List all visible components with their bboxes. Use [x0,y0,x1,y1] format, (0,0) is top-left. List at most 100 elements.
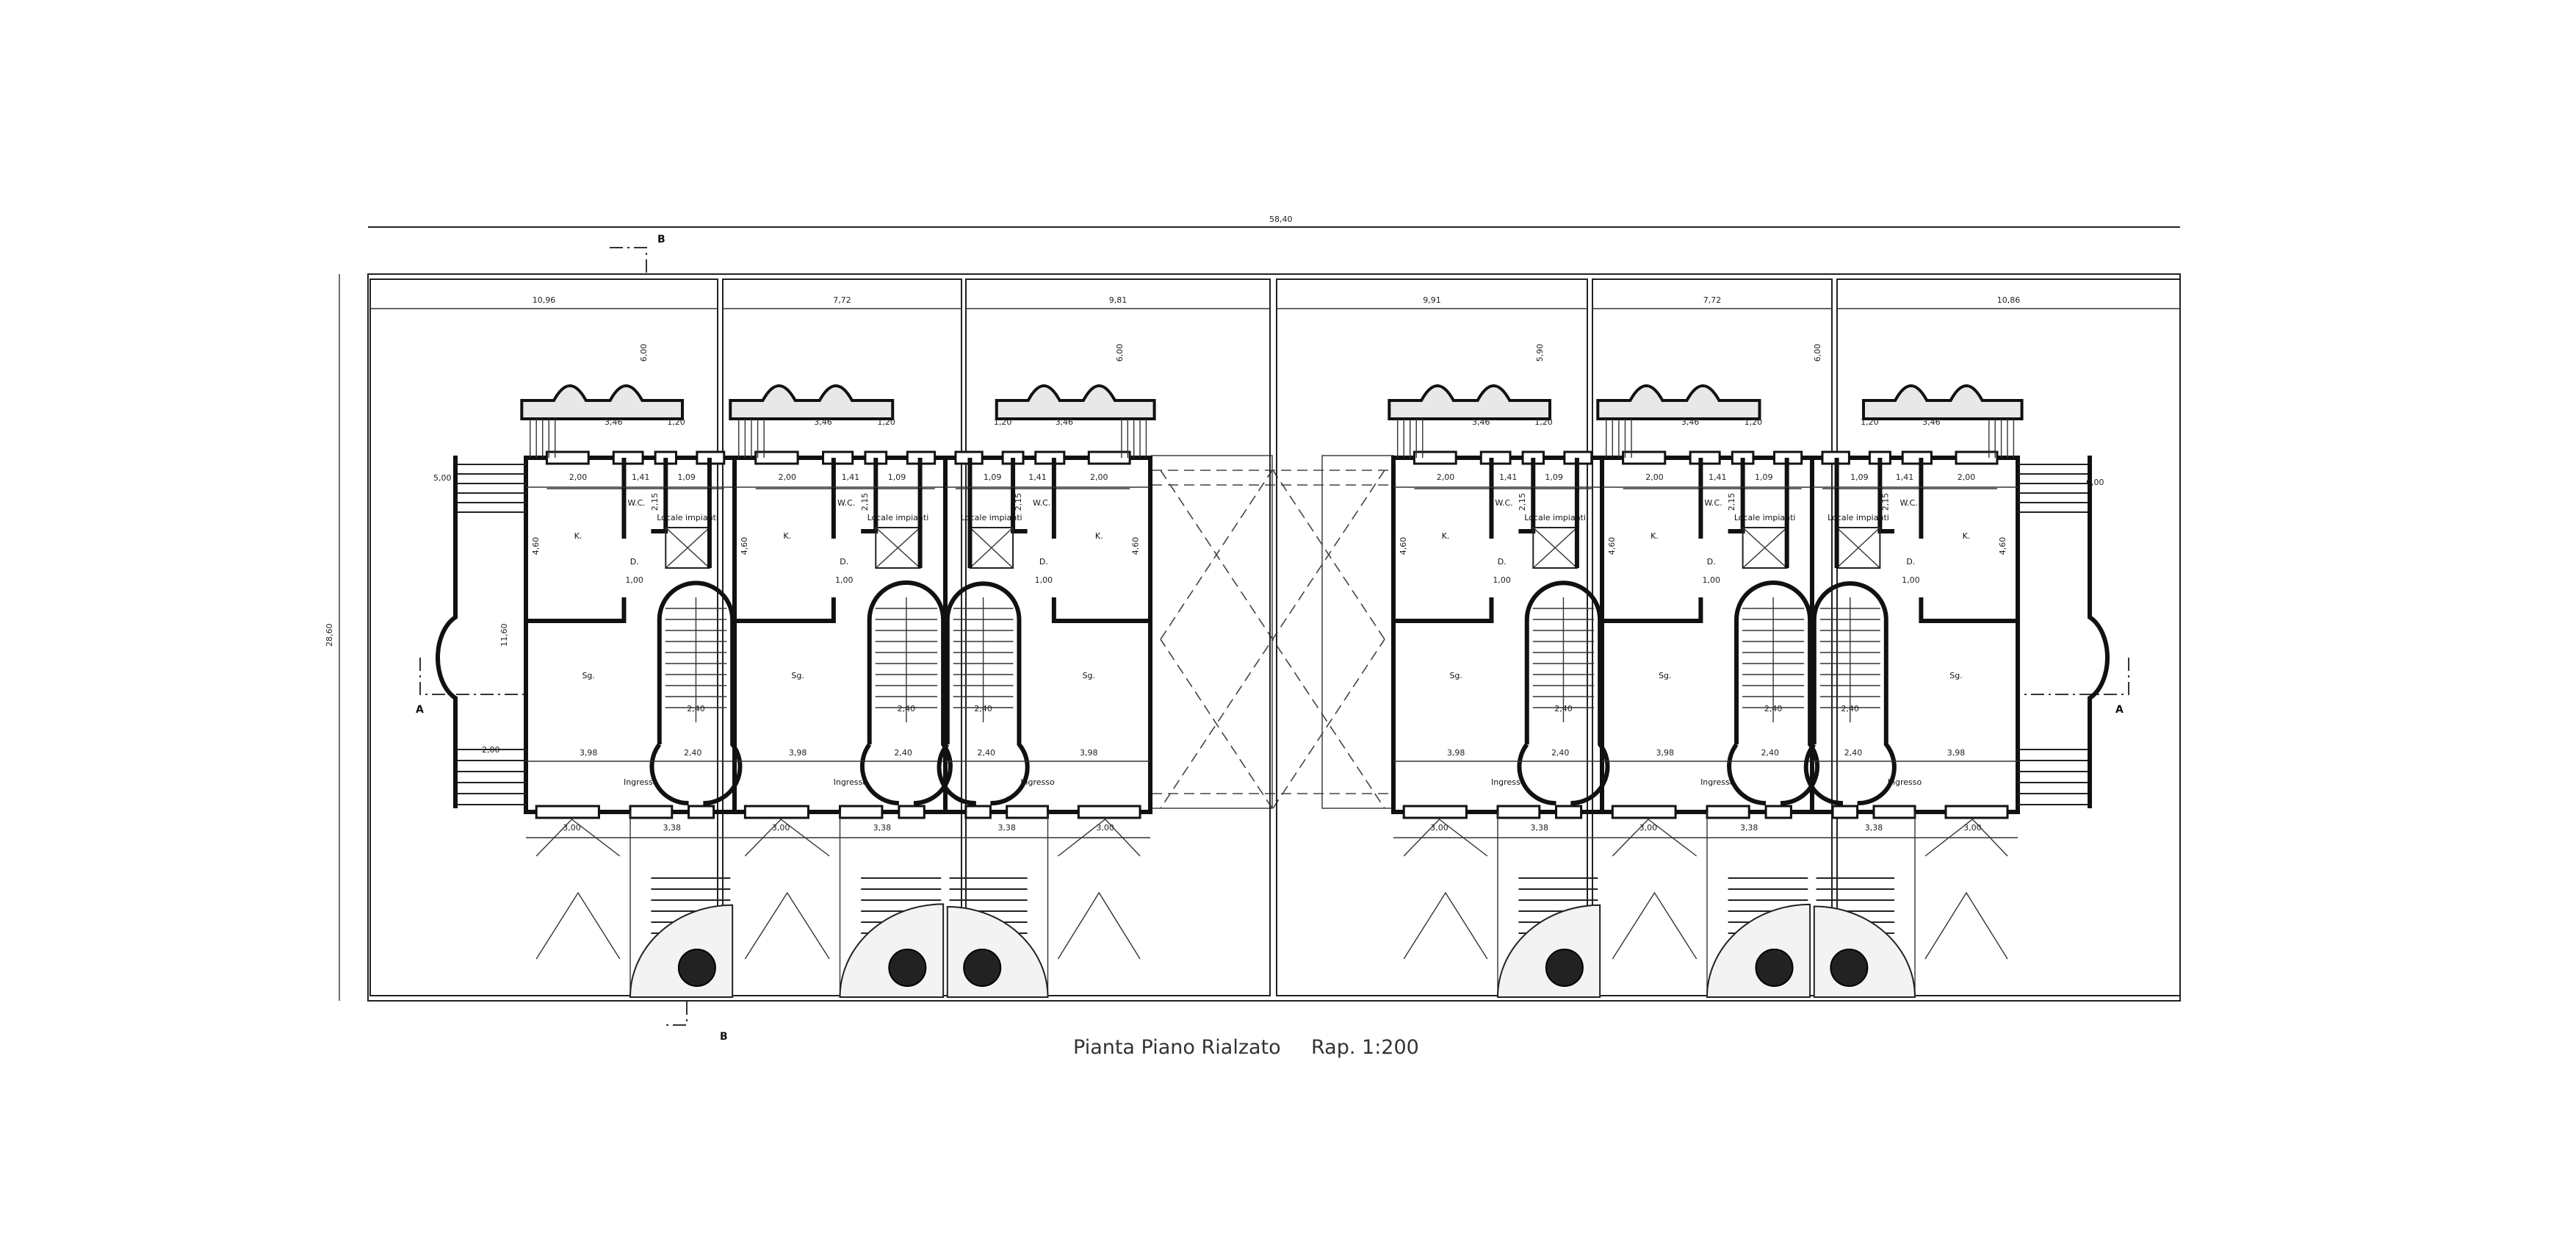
dimension: 1,00 [1702,575,1720,585]
rear-depth-label: 6,00 [639,344,649,362]
dimension: 1,20 [1745,417,1763,427]
window [545,450,590,465]
dimension: 2,15 [650,493,660,511]
window [1496,805,1541,819]
parking-marking [1612,819,1698,960]
room-label-plant-room: Locale impianti [1524,513,1586,522]
unit-4: 2,40K.W.C.Locale impiantiD.Sg.Ingresso2,… [1388,384,1610,998]
dimension: 1,20 [877,417,895,427]
lot-width-label: 10,86 [1997,295,2021,305]
dimension: 1,20 [667,417,685,427]
dimension: 4,60 [740,537,749,556]
staircase: 2,40 [1803,581,1897,806]
parking-marking [1057,819,1141,960]
overall-depth-label: 28,60 [325,624,334,647]
room-label-kitchen: K. [1442,531,1450,541]
tree-icon [963,949,1002,987]
building-depth-label: 11,60 [499,624,509,647]
room-label-wc: W.C. [1033,498,1050,508]
room-label-living: Sg. [1449,671,1462,680]
room-label-living: Sg. [582,671,594,680]
window [1706,805,1750,819]
dimension: 3,00 [1963,823,1982,833]
dimension: 2,00 [779,472,797,482]
left-setback-label: 5,00 [433,473,452,483]
dimension: 1,09 [677,472,696,482]
room-label-wc: W.C. [1899,498,1917,508]
dimension: 2,15 [1727,493,1736,511]
garden [1496,904,1601,998]
dimension: 1,00 [1035,575,1053,585]
section-marker-b-top: B [610,234,665,274]
stair-dimension: 2,40 [1554,704,1573,713]
window [1077,805,1141,819]
room-label-entrance: Ingresso [1888,777,1922,787]
unit-6: 2,40K.W.C.Locale impiantiD.Sg.Ingresso2,… [1803,384,2024,998]
tree-icon [1830,949,1869,987]
rear-depth-label: 6,00 [1813,344,1822,362]
dimension: 1,20 [1861,417,1879,427]
room-label-living: Sg. [1949,671,1962,680]
dimension: 2,00 [569,472,588,482]
lot-6: 10,86 [1836,278,2181,996]
tree-icon [677,949,716,987]
garden [946,905,1049,998]
dimension: 3,38 [1740,823,1758,833]
dimension: 3,98 [1947,748,1966,758]
room-label-living: Sg. [1083,671,1095,680]
garden [1813,905,1916,998]
lot-width-label: 9,91 [1423,295,1441,305]
lot-1: 10,96 [369,278,718,996]
dimension: 3,38 [1531,823,1549,833]
dimension: 3,00 [1096,823,1114,833]
kitchen-wall [1051,458,1150,623]
room-label-plant-room: Locale impianti [867,513,929,522]
room-label-bedroom: D. [1707,557,1716,567]
dimension: 1,41 [1028,472,1047,482]
window [839,805,884,819]
parking-marking [1403,819,1488,960]
dimension: 1,41 [842,472,860,482]
planter [1862,384,2024,420]
window [1901,450,1933,465]
room-label-wc: W.C. [1704,498,1722,508]
dimension: 2,00 [1090,472,1108,482]
window [1555,805,1583,819]
dimension: 3,38 [663,823,682,833]
dimension: 2,40 [978,748,996,758]
unit-2: 2,40K.W.C.Locale impiantiD.Sg.Ingresso2,… [729,384,953,998]
dimension: 1,20 [994,417,1012,427]
room-label-bedroom: D. [840,557,848,567]
dimension: 1,00 [1493,575,1511,585]
section-marker-b-bottom: B [665,977,728,1043]
window [964,805,992,819]
kitchen-wall [1919,458,2018,623]
dimension: 4,60 [1607,537,1617,556]
dimension: 3,00 [1639,823,1658,833]
dimension: 2,40 [684,748,702,758]
dimension: 2,40 [1761,748,1780,758]
planter [1388,384,1551,420]
stair-dimension: 2,40 [1841,704,1860,713]
dimension: 3,38 [997,823,1016,833]
dimension: 3,00 [1430,823,1448,833]
unit-3: 2,40K.W.C.Locale impiantiD.Sg.Ingresso2,… [937,384,1156,998]
dimension: 1,09 [1850,472,1869,482]
parking-marking [1924,819,2008,960]
window [1402,805,1468,819]
room-label-wc: W.C. [1495,498,1512,508]
window [1479,450,1512,465]
dimension: 1,41 [1896,472,1914,482]
dimension: 3,46 [1922,417,1941,427]
room-label-kitchen: K. [1650,531,1659,541]
tree-icon [888,949,927,987]
parking-marking [744,819,830,960]
section-label-b: B [657,234,665,245]
dimension: 2,00 [1645,472,1664,482]
room-label-bedroom: D. [1498,557,1507,567]
dimension: 3,00 [563,823,581,833]
room-label-plant-room: Locale impianti [657,513,718,522]
window [1611,805,1677,819]
stair-dimension: 2,40 [974,704,992,713]
